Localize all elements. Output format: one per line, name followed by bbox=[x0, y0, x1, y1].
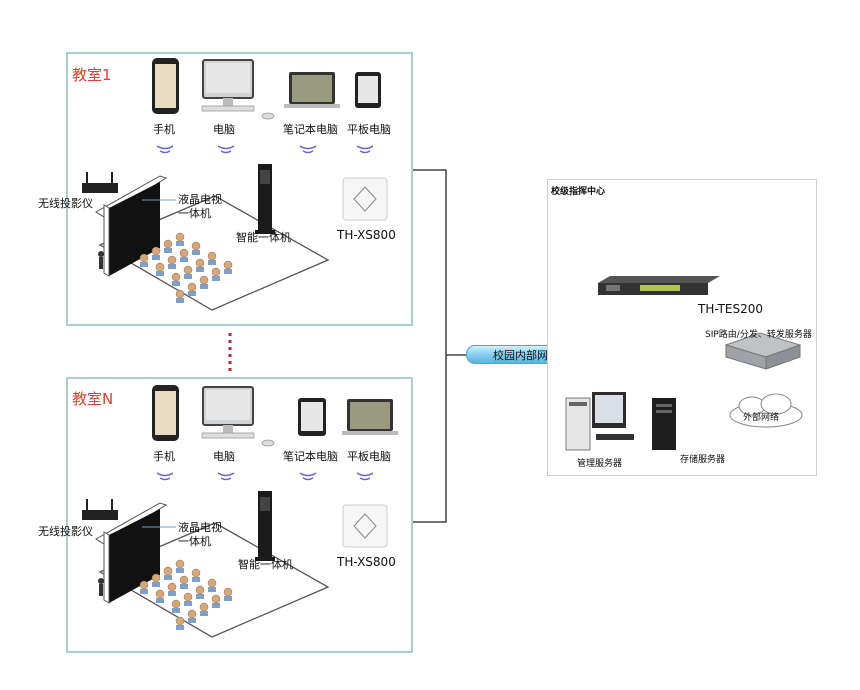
classroom-1-laptop-label: 笔记本电脑 bbox=[283, 123, 338, 136]
external-network-label: 外部网络 bbox=[743, 413, 780, 423]
classroom-1-lcd-label-2: 一体机 bbox=[178, 207, 211, 220]
classroom-1-kiosk-label: 智能一体机 bbox=[236, 231, 291, 244]
sip-server-label: SIP路由/分发、转发服务器 bbox=[705, 330, 812, 340]
classroom-n-kiosk-label: 智能一体机 bbox=[238, 558, 293, 571]
classroom-n-pc-label: 电脑 bbox=[213, 450, 235, 463]
campus-network-label: 校园内部网络 bbox=[493, 349, 559, 362]
classroom-1-lcd-label-1: 液晶电视 bbox=[178, 193, 222, 206]
classroom-1-pc-label: 电脑 bbox=[213, 123, 235, 136]
classroom-1-title: 教室1 bbox=[72, 66, 112, 84]
classroom-n-ap-label: TH-XS800 bbox=[337, 555, 396, 569]
classroom-n-lcd-label-2: 一体机 bbox=[178, 535, 211, 548]
storage-server-label: 存储服务器 bbox=[680, 455, 726, 465]
command-center-title: 校级指挥中心 bbox=[551, 187, 606, 197]
classroom-n-projector-label: 无线投影仪 bbox=[38, 525, 93, 538]
classroom-n-laptop-label: 笔记本电脑 bbox=[283, 450, 338, 463]
classroom-n-lcd-label-1: 液晶电视 bbox=[178, 521, 222, 534]
classroom-1-tablet-label: 平板电脑 bbox=[347, 123, 391, 136]
classroom-n-title: 教室N bbox=[72, 390, 114, 408]
management-server-label: 管理服务器 bbox=[577, 459, 623, 469]
classroom-n-phone-label: 手机 bbox=[153, 450, 175, 463]
classroom-1-ap-label: TH-XS800 bbox=[337, 228, 396, 242]
th-tes200-label: TH-TES200 bbox=[698, 302, 764, 316]
classroom-n-tablet-label: 平板电脑 bbox=[347, 450, 391, 463]
classroom-1-phone-label: 手机 bbox=[153, 123, 175, 136]
classroom-1-projector-label: 无线投影仪 bbox=[38, 197, 93, 210]
